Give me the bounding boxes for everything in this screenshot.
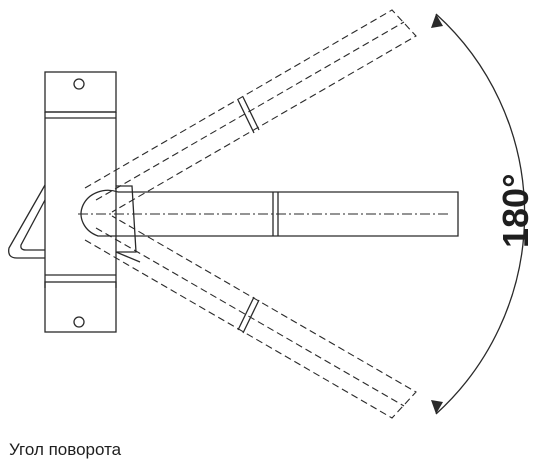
spout-upper-position [84, 9, 417, 213]
diagram-caption: Угол поворота [9, 440, 122, 459]
spout-lower-position [84, 215, 417, 419]
spout-center-position [80, 189, 459, 237]
rotation-arc [431, 13, 526, 415]
rotation-angle-label: 180° [495, 174, 536, 248]
faucet-column [44, 112, 117, 288]
pivot-collar [115, 185, 141, 263]
mounting-plate-top [44, 71, 117, 113]
lever-handle [8, 184, 46, 259]
mounting-plate-bottom [44, 281, 117, 333]
